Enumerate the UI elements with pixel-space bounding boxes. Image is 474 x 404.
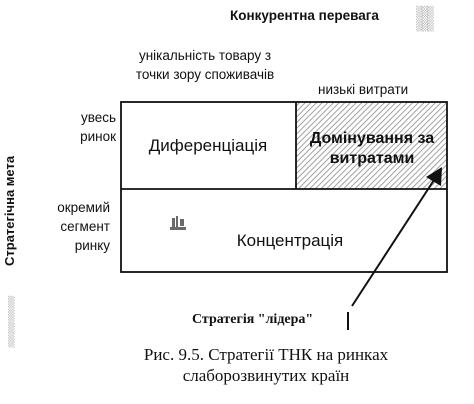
column-header-uniqueness: унікальність товару з точки зору спожива…	[135, 48, 275, 82]
competitive-advantage-title: Конкурентна перевага	[230, 8, 379, 23]
scan-artifact	[170, 216, 186, 230]
column-header-low-cost: низькі витрати	[318, 82, 409, 97]
differentiation-label: Диференціація	[149, 136, 267, 155]
cost-leadership-label-line2: витратами	[330, 150, 415, 167]
leader-arrow-shaft	[351, 179, 435, 307]
concentration-label: Концентрація	[237, 231, 344, 250]
scan-noise-left: ▒▒▒▒	[8, 296, 15, 348]
scan-noise-top-right: ▒▒▒▒▒▒	[416, 6, 434, 32]
row-header-market-segment: окремий сегмент ринку	[57, 200, 110, 253]
row-header-whole-market: увесь ринок	[80, 110, 116, 144]
leader-strategy-label: Стратегія "лідера"	[192, 312, 314, 327]
figure-caption: Рис. 9.5. Стратегії ТНК на ринках слабор…	[143, 345, 389, 385]
matrix-frame	[120, 101, 448, 273]
cost-leadership-cell	[296, 102, 447, 189]
cost-leadership-label-line1: Домінування за	[310, 130, 434, 147]
leader-arrow-head	[426, 167, 442, 186]
